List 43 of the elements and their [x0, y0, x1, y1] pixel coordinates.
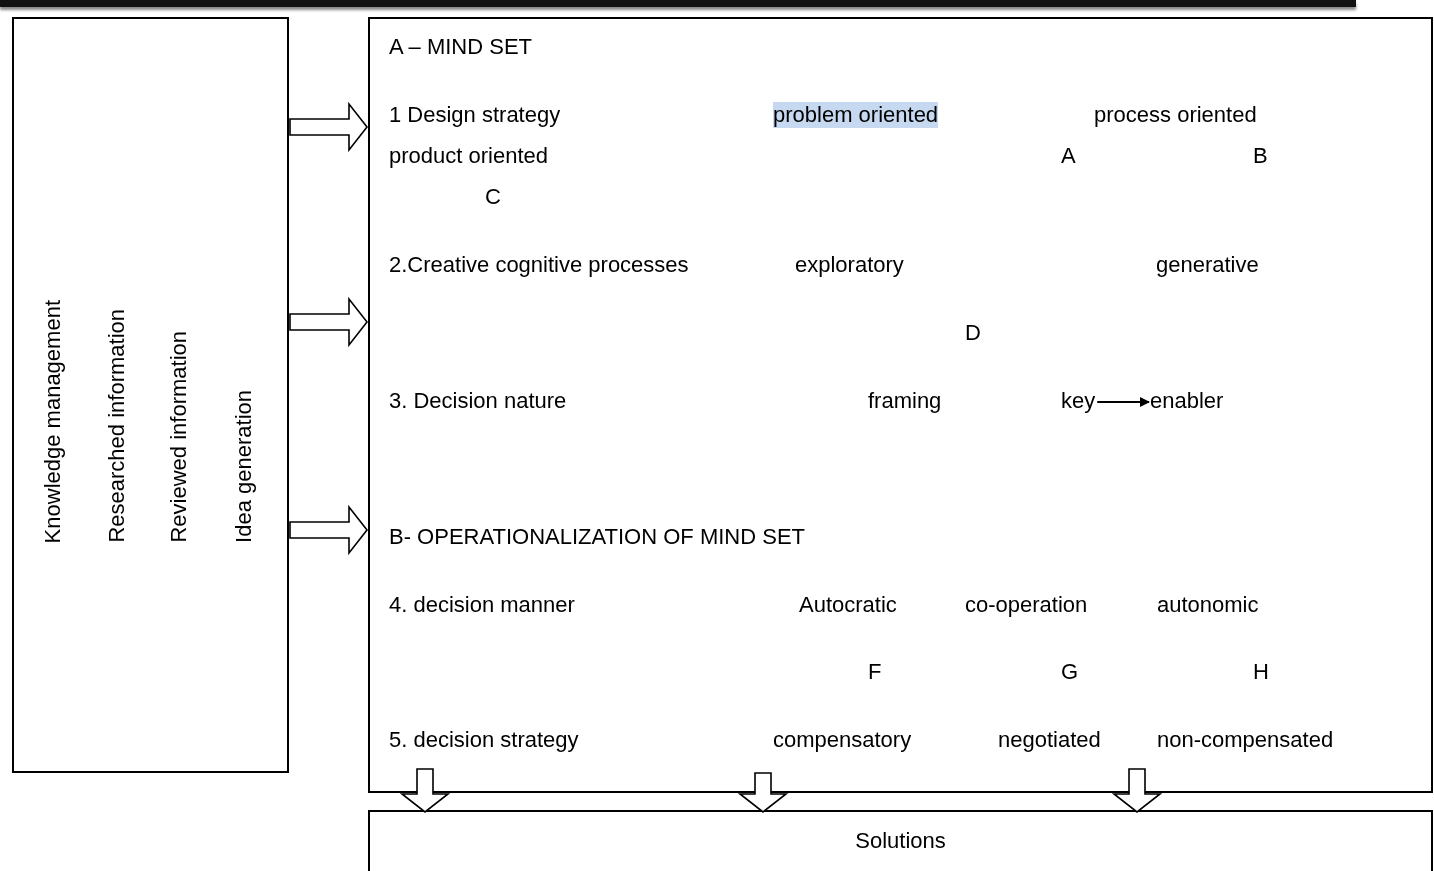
process-panel — [368, 17, 1433, 793]
input-box — [12, 17, 289, 773]
block-arrow — [399, 768, 451, 813]
item-label: autonomic — [1157, 592, 1259, 618]
item-label: non-compensated — [1157, 727, 1334, 753]
block-arrow — [737, 772, 789, 813]
arrow — [1096, 397, 1150, 407]
block-arrow — [289, 504, 368, 556]
item-label: F — [868, 659, 882, 685]
item-label: A – MIND SET — [389, 34, 533, 60]
item-label: Autocratic — [799, 592, 897, 618]
item-label: G — [1061, 659, 1079, 685]
item-label: D — [965, 320, 981, 346]
block-arrow — [289, 296, 368, 348]
rotated-label: Reviewed information — [166, 331, 192, 543]
item-label: B- OPERATIONALIZATION OF MIND SET — [389, 524, 805, 550]
block-arrow — [1111, 768, 1163, 813]
item-label: 2.Creative cognitive processes — [389, 252, 689, 278]
item-label: exploratory — [795, 252, 904, 278]
item-label: framing — [868, 388, 942, 414]
rotated-label: Idea generation — [231, 390, 257, 543]
item-label: negotiated — [998, 727, 1101, 753]
item-label: product oriented — [389, 143, 548, 169]
output-box — [368, 810, 1433, 871]
item-label: B — [1253, 143, 1268, 169]
box-title: Solutions — [854, 828, 947, 854]
item-label: process oriented — [1094, 102, 1257, 128]
item-label: 5. decision strategy — [389, 727, 579, 753]
item-label: 4. decision manner — [389, 592, 575, 618]
item-label: problem oriented — [773, 102, 939, 128]
node-label: key — [1061, 388, 1096, 414]
item-label: compensatory — [773, 727, 912, 753]
item-label: 3. Decision nature — [389, 388, 567, 414]
item-label: C — [485, 184, 501, 210]
rotated-label: Knowledge management — [40, 299, 66, 543]
item-label: H — [1253, 659, 1269, 685]
rotated-label: Researched information — [104, 309, 130, 543]
item-label: co-operation — [965, 592, 1088, 618]
block-arrow — [289, 101, 368, 153]
node-label: enabler — [1150, 388, 1224, 414]
item-label: 1 Design strategy — [389, 102, 561, 128]
item-label: A — [1061, 143, 1076, 169]
item-label: generative — [1156, 252, 1259, 278]
